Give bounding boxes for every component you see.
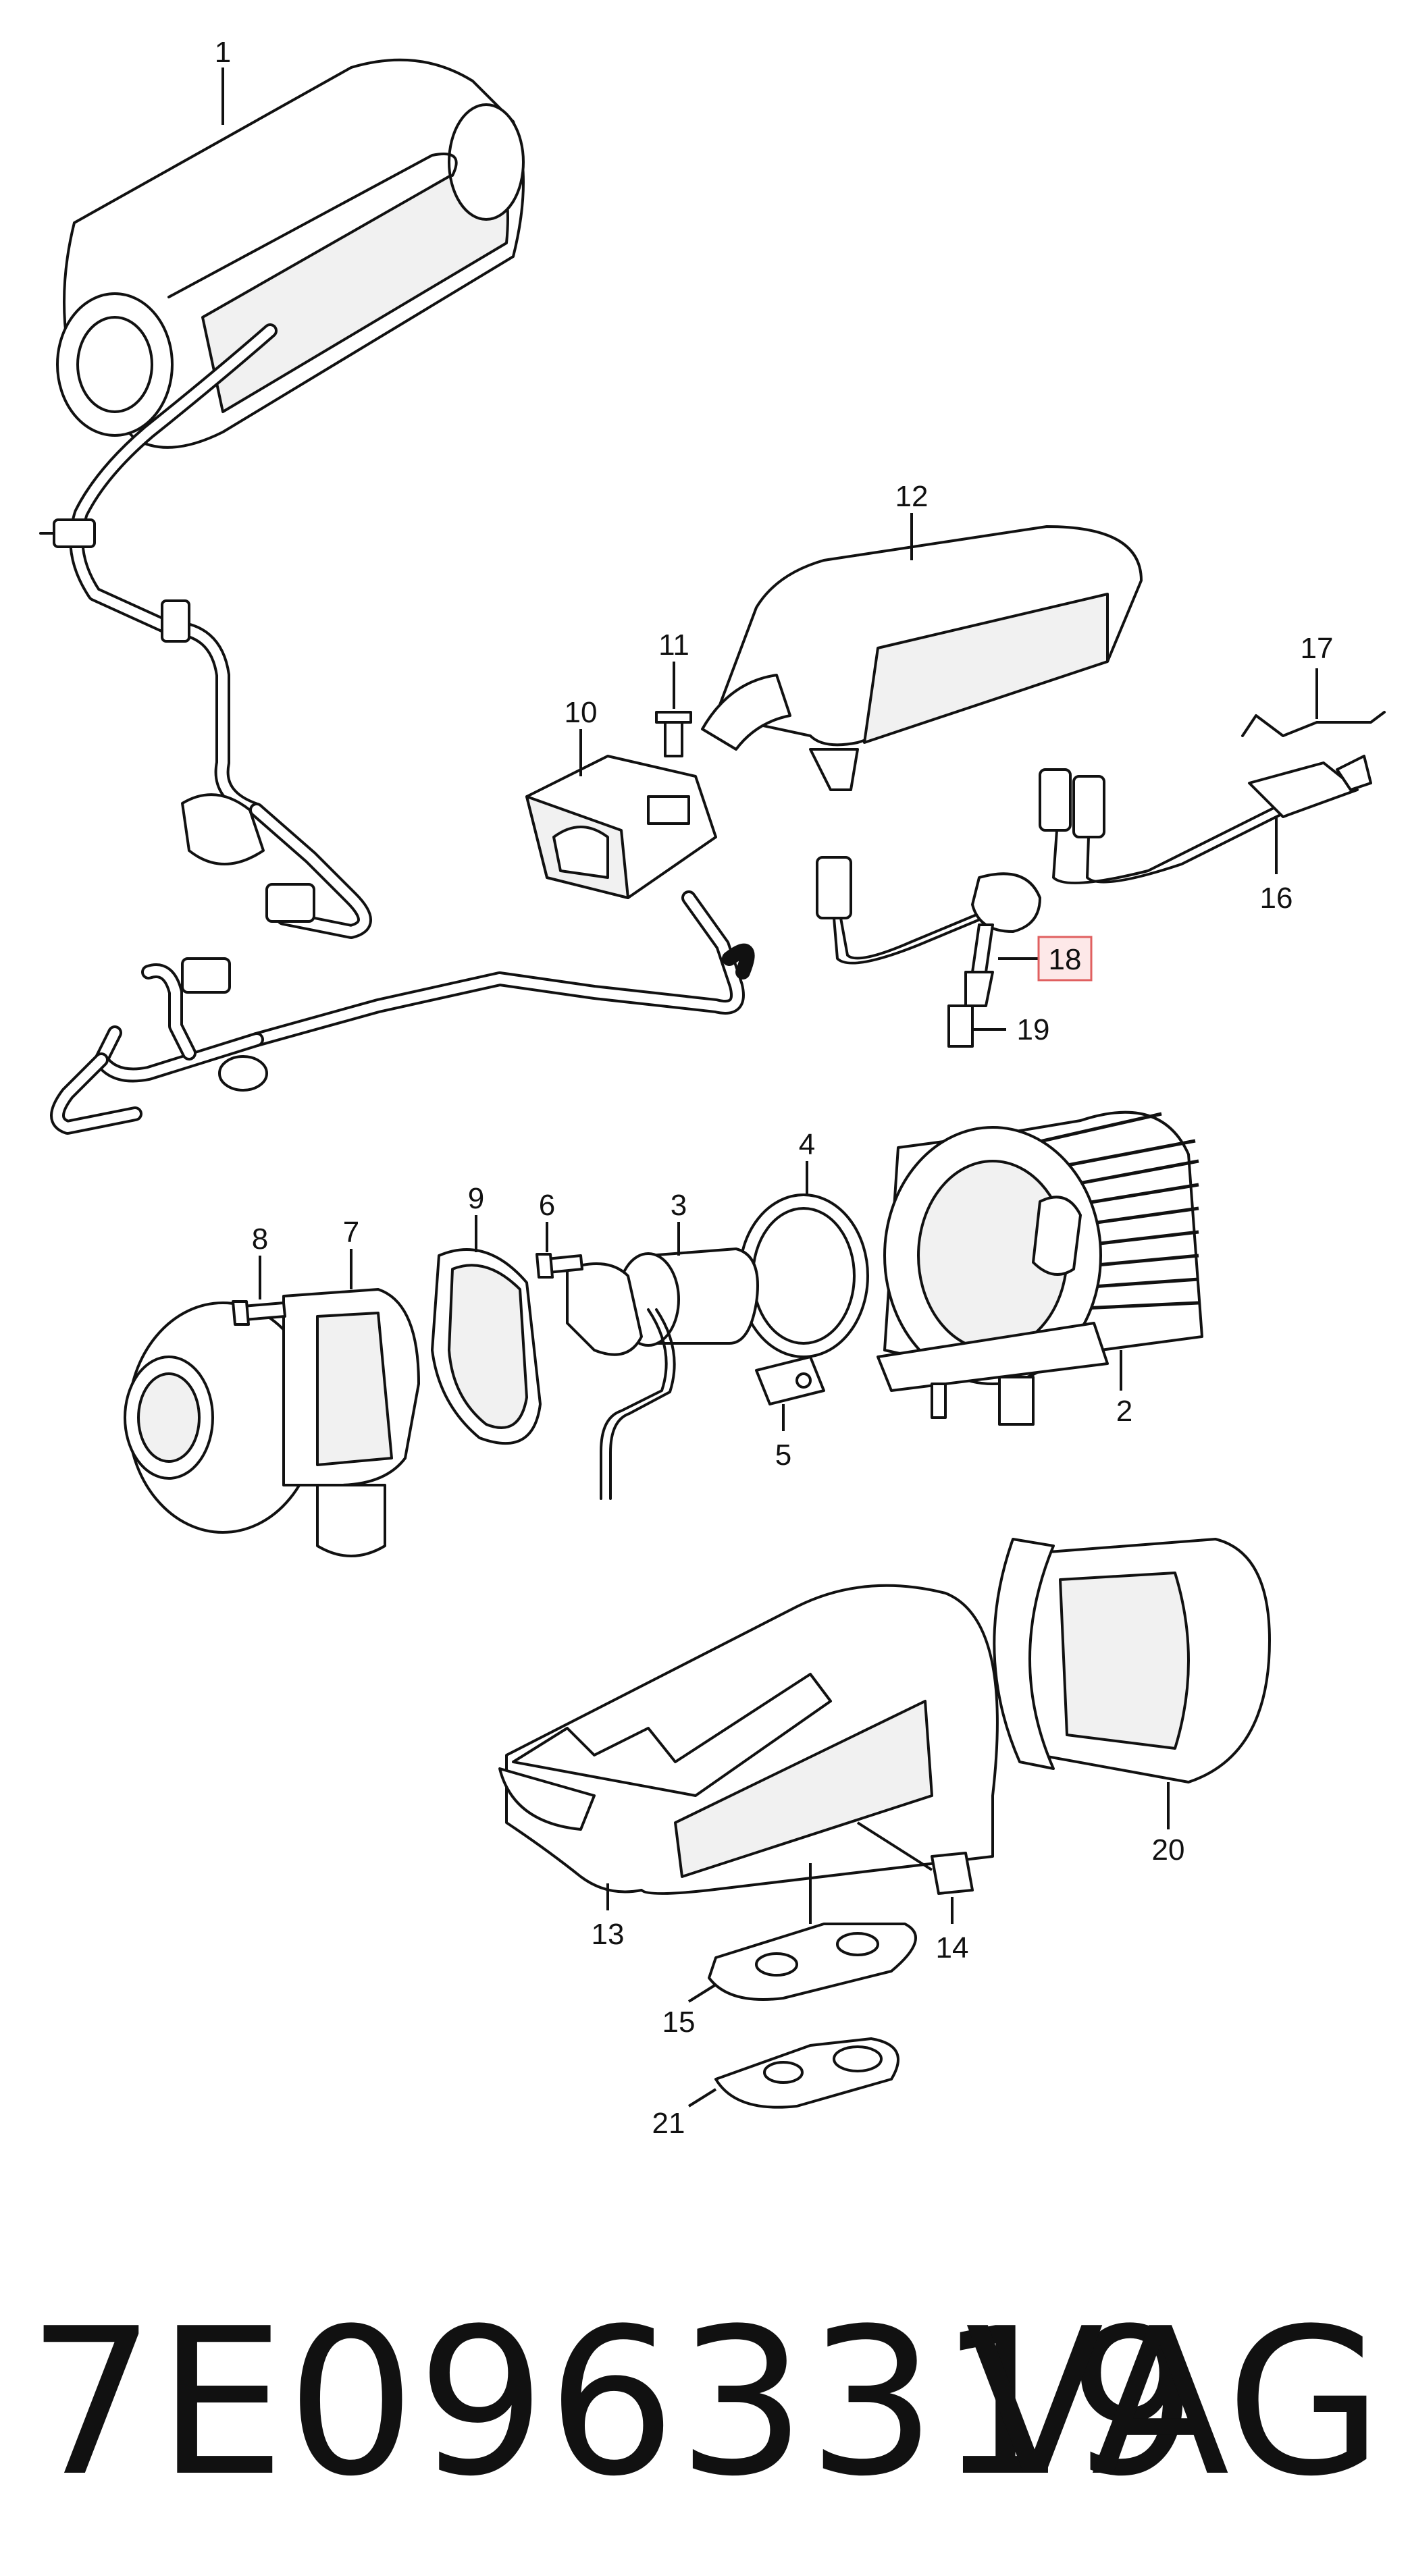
callout-4: 4 bbox=[799, 1128, 815, 1161]
callout-10: 10 bbox=[565, 696, 598, 729]
callout-8: 8 bbox=[252, 1223, 268, 1256]
footer: 7E0963319 VAG bbox=[0, 2268, 1410, 2552]
part-11-screw: 11 bbox=[655, 628, 692, 757]
part-7-blower: 7 bbox=[124, 1216, 420, 1557]
callout-6: 6 bbox=[539, 1189, 555, 1222]
callout-3: 3 bbox=[671, 1189, 687, 1222]
part-14-grommet: 14 bbox=[856, 1821, 974, 1964]
brand-label: VAG bbox=[965, 2285, 1383, 2521]
part-20-intake-hood: 20 bbox=[993, 1538, 1271, 1867]
part-18-cable-with-seal: 18 bbox=[816, 856, 1093, 1007]
callout-18: 18 bbox=[1049, 943, 1082, 976]
part-12-cover: 12 bbox=[701, 480, 1143, 791]
callout-15: 15 bbox=[662, 2006, 696, 2039]
part-10-control-unit: 10 bbox=[50, 696, 755, 1135]
callout-11: 11 bbox=[658, 628, 689, 662]
callout-21: 21 bbox=[652, 2107, 685, 2140]
highlight-box-18 bbox=[1037, 936, 1093, 982]
part-number: 7E0963319 bbox=[27, 2285, 1199, 2521]
part-19-fuse: 19 bbox=[947, 1004, 1050, 1048]
part-6-screw: 6 bbox=[536, 1189, 583, 1279]
part-3-burner: 3 bbox=[566, 1189, 759, 1500]
part-13-lower-housing: 13 bbox=[498, 1584, 999, 1951]
part-5-plate: 5 bbox=[755, 1356, 825, 1472]
part-9-gasket: 9 bbox=[431, 1182, 542, 1445]
callout-2: 2 bbox=[1116, 1395, 1132, 1428]
callout-17: 17 bbox=[1301, 632, 1334, 665]
part-15-mounting-plate: 15 bbox=[662, 1863, 917, 2039]
callout-16: 16 bbox=[1260, 882, 1293, 915]
callout-5: 5 bbox=[775, 1439, 791, 1472]
part-4-gasket: 4 bbox=[738, 1128, 869, 1358]
part-16-wiring-harness: 16 bbox=[1039, 755, 1372, 915]
part-1-heater-assembly: 1 bbox=[39, 36, 525, 939]
callout-7: 7 bbox=[343, 1216, 359, 1249]
part-21-gasket: 21 bbox=[652, 2037, 899, 2140]
callout-13: 13 bbox=[592, 1918, 625, 1951]
callout-19: 19 bbox=[1017, 1013, 1050, 1046]
callout-9: 9 bbox=[468, 1182, 484, 1215]
exploded-parts-diagram: 1 10 11 12 17 bbox=[39, 36, 1386, 2140]
callout-12: 12 bbox=[895, 480, 929, 513]
part-8-screw: 8 bbox=[232, 1223, 286, 1326]
part-17-bracket: 17 bbox=[1241, 632, 1386, 737]
callout-1: 1 bbox=[215, 36, 231, 69]
callout-14: 14 bbox=[936, 1931, 969, 1964]
callout-20: 20 bbox=[1152, 1833, 1185, 1867]
part-2-heat-exchanger: 2 bbox=[877, 1110, 1203, 1428]
